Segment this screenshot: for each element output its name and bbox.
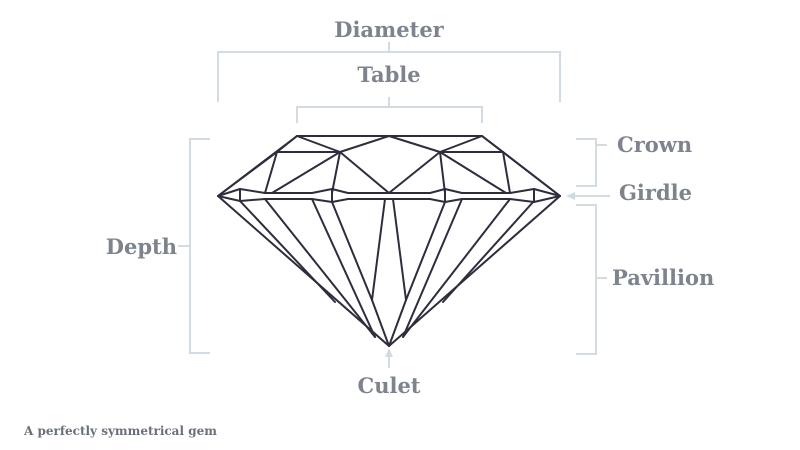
- pavilion-main-left-outer: [239, 200, 336, 303]
- crown-bracket: [576, 138, 597, 187]
- pavilion-main-right-center: [405, 201, 446, 301]
- pavilion-main-right-inner: [402, 198, 511, 338]
- depth-bracket: [189, 138, 210, 354]
- pavilion-main-center-b: [392, 198, 407, 301]
- diamond-silhouette: [217, 135, 561, 347]
- crown-bezel-left-c: [331, 151, 341, 194]
- crown-lower-right-facet: [502, 151, 511, 194]
- crown-kite-edge-left: [276, 151, 504, 194]
- girdle-lower-edge: [217, 195, 561, 203]
- crown-bezel-left-a: [217, 151, 278, 197]
- girdle-label: Girdle: [619, 180, 692, 205]
- table-label: Table: [357, 62, 421, 87]
- crown-label: Crown: [617, 132, 693, 157]
- crown-bezel-right-b: [439, 151, 446, 194]
- girdle-upper-edge: [217, 188, 561, 197]
- crown-lower-left-facet: [264, 151, 278, 194]
- table-bracket: [296, 106, 483, 123]
- culet-arrow-icon: [385, 348, 393, 357]
- pavilion-main-left-inner: [264, 198, 376, 338]
- crown-bezel-right-c: [439, 151, 507, 194]
- pavilion-main-center-right: [388, 299, 407, 347]
- crown-bezel-left-b: [271, 151, 341, 194]
- crown-upper-right-facet: [481, 135, 504, 153]
- pavillion-bracket: [576, 204, 597, 355]
- depth-label: Depth: [105, 234, 177, 259]
- pavilion-main-center-left: [371, 299, 390, 347]
- diamond-outline: [217, 135, 561, 347]
- crown-upper-left-facet: [276, 135, 298, 153]
- crown-bezel-right-a: [502, 151, 561, 197]
- crown-star-facets: [296, 135, 483, 153]
- caption-text: A perfectly symmetrical gem: [24, 424, 217, 438]
- pavilion-lower-left: [311, 198, 376, 338]
- pavilion-main-center-a: [371, 198, 386, 301]
- pavilion-lower-right: [402, 198, 463, 338]
- diameter-label: Diameter: [334, 17, 444, 42]
- girdle-arrow-icon: [566, 192, 575, 200]
- pavilion-main-left-center: [331, 201, 373, 301]
- pavilion-main-right-outer: [442, 200, 535, 303]
- pavillion-label: Pavillion: [612, 265, 715, 290]
- culet-label: Culet: [357, 373, 421, 398]
